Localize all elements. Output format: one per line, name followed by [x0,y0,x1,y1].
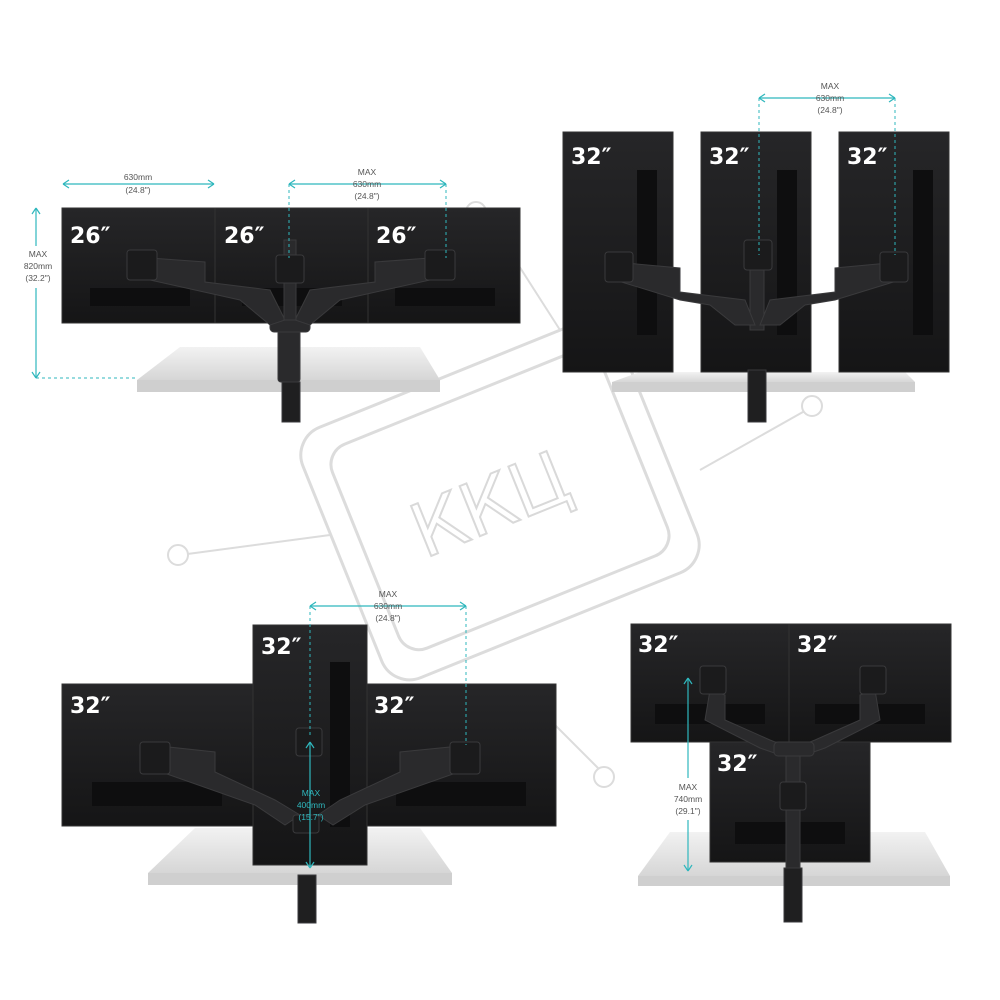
dimension-label: (24.8") [354,191,379,201]
monitor-size-label: 26″ [376,224,417,249]
monitor-size-label: 32″ [717,752,758,777]
dimension-label: MAX [302,788,321,798]
monitor-arm [604,239,909,423]
monitor-size-label: 32″ [709,145,750,170]
dimension-max-width: MAX 630mm (24.8") [758,81,896,255]
dimension-max-height: MAX 400mm (15.7") [297,741,325,869]
dimension-label: 630mm [124,172,152,182]
config-triple-32-portrait: 32″ 32″ 32″ MAX 630mm (24.8") [562,81,950,423]
dimension-label: 630mm [374,601,402,611]
monitor-size-label: 26″ [224,224,265,249]
dimension-label: (32.2") [25,273,50,283]
watermark-text: ККЦ [399,435,582,576]
monitor-size-label: 32″ [374,694,415,719]
dimension-label: (15.7") [298,812,323,822]
monitor-size-label: 32″ [638,633,679,658]
dimension-label: (29.1") [675,806,700,816]
dimension-max-width: MAX 630mm (24.8") [309,589,467,745]
dimension-max-height: MAX 820mm (32.2") [20,207,137,379]
dimension-label: (24.8") [125,185,150,195]
dimension-label: MAX [379,589,398,599]
dimension-label: MAX [821,81,840,91]
monitor [562,131,674,373]
dimension-label: MAX [358,167,377,177]
monitor-arm [139,727,481,924]
config-triple-26: 26″ 26″ 26″ 630mm (24.8") MAX 630mm (24.… [20,167,521,423]
dimension-label: MAX [29,249,48,259]
monitor-size-label: 32″ [571,145,612,170]
dimension-label: (24.8") [817,105,842,115]
monitor-size-label: 26″ [70,224,111,249]
config-triple-32-mixed: 32″ 32″ 32″ MAX 630mm (24.8") MAX 400mm … [61,589,557,924]
monitor-arm [126,239,456,423]
monitor-size-label: 32″ [797,633,838,658]
dimension-label: 740mm [674,794,702,804]
dimension-label: 820mm [24,261,52,271]
dimension-label: (24.8") [375,613,400,623]
dimension-label: 630mm [353,179,381,189]
dimension-label: 400mm [297,800,325,810]
dimension-max-width: MAX 630mm (24.8") [288,167,447,258]
dimension-label: MAX [679,782,698,792]
monitor-arm [699,665,887,923]
dimension-label: 630mm [816,93,844,103]
dimension-max-height: MAX 740mm (29.1") [670,677,706,872]
monitor [365,683,557,827]
monitor-size-label: 32″ [70,694,111,719]
dimension-width: 630mm (24.8") [62,172,215,195]
config-triple-32-stacked: 32″ 32″ 32″ MAX 740mm (29.1") [630,623,952,923]
monitor-size-label: 32″ [847,145,888,170]
monitor-size-label: 32″ [261,635,302,660]
